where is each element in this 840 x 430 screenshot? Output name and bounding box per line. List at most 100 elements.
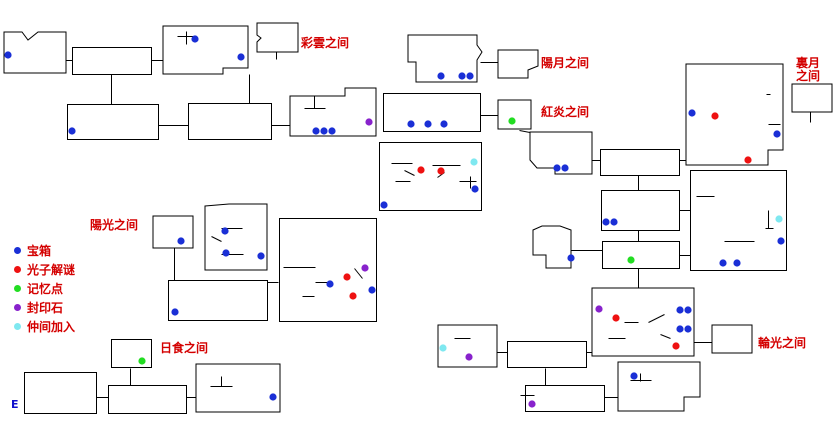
- chest-marker: [676, 306, 684, 314]
- label-yangguang: 陽光之间: [90, 218, 139, 232]
- label-hongyan: 紅炎之间: [541, 105, 590, 119]
- room: [690, 170, 787, 271]
- room: [204, 203, 268, 271]
- chest-marker: [458, 72, 466, 80]
- room: [407, 34, 483, 83]
- corridor: [404, 170, 415, 176]
- chest-marker: [466, 72, 474, 80]
- chest-marker: [326, 280, 334, 288]
- photon-puzzle-marker: [711, 112, 719, 120]
- room: [711, 324, 753, 354]
- chest-marker: [602, 218, 610, 226]
- chest-marker: [561, 164, 569, 172]
- room: [256, 22, 299, 53]
- room: [601, 190, 680, 231]
- label-liyue-2: 之间: [796, 69, 821, 83]
- room: [72, 47, 152, 75]
- photon-puzzle-marker: [343, 273, 351, 281]
- seal-stone-marker: [361, 264, 369, 272]
- room: [24, 372, 97, 414]
- chest-marker: [4, 51, 12, 59]
- chest-marker: [237, 53, 245, 61]
- legend: 宝箱 光子解谜 记忆点 封印石 仲间加入: [14, 242, 75, 337]
- room: [437, 324, 498, 368]
- ally-marker: [439, 344, 447, 352]
- room: [152, 215, 194, 249]
- room: [289, 87, 377, 137]
- chest-marker: [424, 120, 432, 128]
- chest-marker: [777, 237, 785, 245]
- legend-item-chest: 宝箱: [14, 242, 75, 261]
- room: [532, 225, 572, 269]
- room: [525, 385, 605, 412]
- room: [108, 385, 187, 414]
- room: [383, 93, 481, 132]
- room: [791, 83, 833, 113]
- room: [617, 361, 701, 412]
- chest-marker: [684, 325, 692, 333]
- label-liyue-1: 裏月: [796, 56, 821, 70]
- label-caiyun: 彩雲之间: [301, 36, 350, 50]
- corridor: [648, 314, 665, 323]
- chest-marker: [773, 130, 781, 138]
- save-dot-icon: [14, 285, 21, 292]
- legend-item-ally: 仲间加入: [14, 318, 75, 337]
- chest-marker: [567, 254, 575, 262]
- chest-marker: [407, 120, 415, 128]
- ally-dot-icon: [14, 323, 21, 330]
- chest-marker: [222, 249, 230, 257]
- room: [529, 131, 593, 175]
- label-lunguang: 輪光之间: [758, 336, 807, 350]
- photon-puzzle-marker: [672, 342, 680, 350]
- room: [168, 280, 268, 321]
- save-point-marker: [627, 256, 635, 264]
- legend-item-seal: 封印石: [14, 299, 75, 318]
- chest-marker: [320, 127, 328, 135]
- corridor: [211, 236, 222, 242]
- legend-item-photon: 光子解谜: [14, 261, 75, 280]
- chest-dot-icon: [14, 247, 21, 254]
- room: [497, 49, 539, 79]
- chest-marker: [368, 286, 376, 294]
- corridor: [660, 334, 671, 339]
- photon-puzzle-marker: [349, 292, 357, 300]
- photon-puzzle-marker: [744, 156, 752, 164]
- chest-marker: [630, 372, 638, 380]
- chest-marker: [440, 120, 448, 128]
- room: [195, 363, 281, 413]
- label-yangyue: 陽月之间: [541, 56, 590, 70]
- chest-marker: [684, 306, 692, 314]
- room: [507, 341, 587, 368]
- photon-puzzle-marker: [437, 167, 445, 175]
- chest-marker: [553, 164, 561, 172]
- save-point-marker: [508, 117, 516, 125]
- chest-marker: [221, 227, 229, 235]
- room: [111, 339, 152, 368]
- room: [600, 149, 680, 176]
- seal-stone-marker: [365, 118, 373, 126]
- seal-dot-icon: [14, 304, 21, 311]
- photon-dot-icon: [14, 266, 21, 273]
- chest-marker: [171, 308, 179, 316]
- seal-stone-marker: [465, 353, 473, 361]
- chest-marker: [610, 218, 618, 226]
- ally-marker: [775, 215, 783, 223]
- chest-marker: [437, 72, 445, 80]
- chest-marker: [688, 109, 696, 117]
- label-rishi: 日食之间: [160, 341, 209, 355]
- chest-marker: [312, 127, 320, 135]
- chest-marker: [719, 259, 727, 267]
- room: [162, 25, 249, 75]
- room: [602, 241, 680, 269]
- seal-stone-marker: [595, 305, 603, 313]
- photon-puzzle-marker: [417, 166, 425, 174]
- seal-stone-marker: [528, 400, 536, 408]
- chest-marker: [68, 127, 76, 135]
- chest-marker: [177, 237, 185, 245]
- chest-marker: [191, 35, 199, 43]
- chest-marker: [733, 259, 741, 267]
- room: [497, 99, 532, 130]
- chest-marker: [380, 201, 388, 209]
